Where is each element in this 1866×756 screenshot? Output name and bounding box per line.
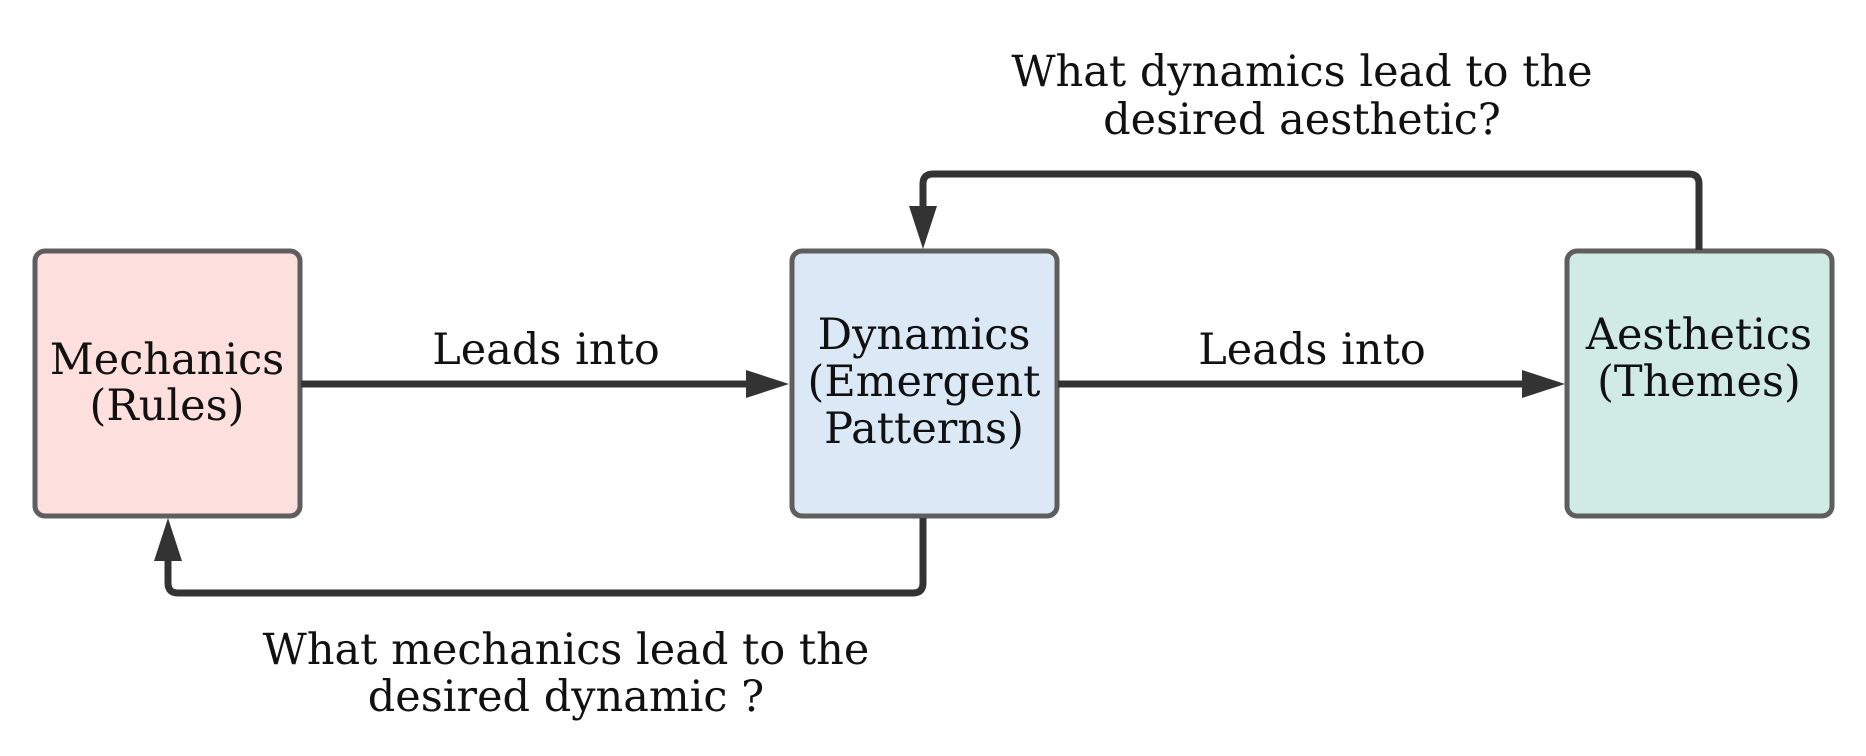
mechanics-to-dynamics-label: Leads into xyxy=(432,325,660,375)
dynamics-to-mechanics-label-line1: What mechanics lead to the xyxy=(263,625,870,675)
dynamics-box xyxy=(789,248,1060,519)
mechanics-box xyxy=(32,248,303,519)
dynamics-to-mechanics-feedback-line xyxy=(164,518,927,597)
dynamics-label-line2: (Emergent xyxy=(808,357,1041,407)
dynamics-label-line1: Dynamics xyxy=(818,310,1031,360)
aesthetics-label-line2: (Themes) xyxy=(1597,357,1801,407)
aesthetics-to-dynamics-feedback-line xyxy=(919,170,1703,250)
dynamics-to-aesthetics-arrowhead xyxy=(1522,370,1565,398)
aesthetics-label-line1: Aesthetics xyxy=(1585,310,1812,360)
mechanics-label-line2: (Rules) xyxy=(90,381,245,431)
mechanics-label-line1: Mechanics xyxy=(50,335,284,385)
aesthetics-box xyxy=(1564,248,1835,519)
dynamics-to-mechanics-label-line2: desired dynamic ? xyxy=(368,672,764,722)
aesthetics-to-dynamics-arrowhead xyxy=(909,206,937,249)
aesthetics-to-dynamics-label-line1: What dynamics lead to the xyxy=(1011,47,1592,97)
dynamics-to-aesthetics-label: Leads into xyxy=(1198,325,1426,375)
dynamics-label-line3: Patterns) xyxy=(824,404,1024,454)
aesthetics-to-dynamics-label-line2: desired aesthetic? xyxy=(1103,95,1501,145)
dynamics-to-mechanics-arrowhead xyxy=(154,518,182,561)
mechanics-to-dynamics-arrowhead xyxy=(746,370,789,398)
